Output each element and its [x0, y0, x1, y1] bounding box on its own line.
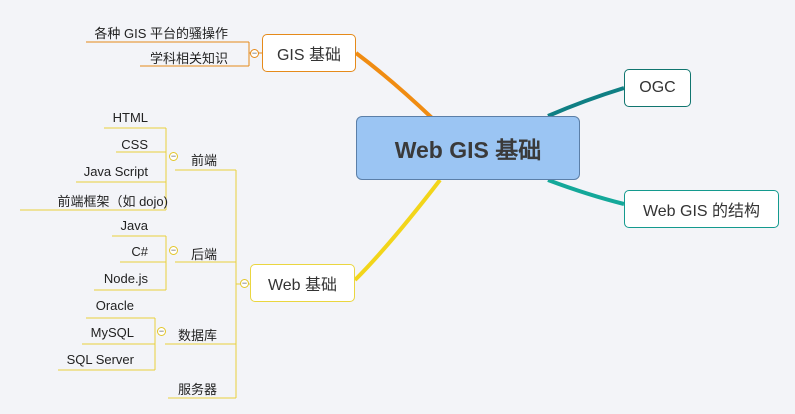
- item-javascript[interactable]: Java Script: [83, 164, 148, 179]
- item-css[interactable]: CSS: [121, 137, 148, 152]
- item-sql-server[interactable]: SQL Server: [66, 352, 134, 367]
- subtopic-gis-platforms[interactable]: 各种 GIS 平台的骚操作: [94, 26, 228, 41]
- topic-web-basics[interactable]: Web 基础: [250, 264, 355, 302]
- root-topic-label: Web GIS 基础: [394, 137, 542, 163]
- branch-line-gis-basics: [354, 51, 434, 120]
- subtopic-server[interactable]: 服务器: [178, 382, 218, 397]
- collapse-gis-basics-icon[interactable]: −: [250, 48, 259, 58]
- item-java[interactable]: Java: [120, 218, 148, 233]
- collapse-frontend-icon[interactable]: −: [169, 151, 178, 161]
- subtopic-backend[interactable]: 后端: [191, 247, 218, 262]
- branch-line-web-basics: [353, 178, 442, 282]
- collapse-backend-icon[interactable]: −: [169, 245, 178, 255]
- subtopic-discipline-knowledge[interactable]: 学科相关知识: [149, 51, 228, 66]
- item-csharp[interactable]: C#: [131, 244, 148, 259]
- topic-ogc-label: OGC: [639, 79, 676, 96]
- collapse-database-icon[interactable]: −: [157, 326, 166, 336]
- collapse-web-basics-icon[interactable]: −: [240, 278, 249, 288]
- topic-web-gis-structure-label: Web GIS 的结构: [642, 203, 761, 220]
- branch-line-ogc: [547, 86, 625, 118]
- topic-web-basics-label: Web 基础: [267, 277, 338, 294]
- item-mysql[interactable]: MySQL: [90, 325, 134, 340]
- item-html[interactable]: HTML: [112, 110, 148, 125]
- root-topic[interactable]: Web GIS 基础: [356, 116, 580, 180]
- topic-web-gis-structure[interactable]: Web GIS 的结构: [624, 190, 779, 228]
- branch-line-web-gis-structure: [547, 178, 625, 206]
- item-oracle[interactable]: Oracle: [95, 298, 134, 313]
- web-basics-connectors: [20, 127, 250, 399]
- item-frontend-framework[interactable]: 前端框架（如 dojo): [57, 194, 168, 209]
- topic-ogc[interactable]: OGC: [624, 69, 691, 107]
- topic-gis-basics-label: GIS 基础: [276, 47, 341, 64]
- item-nodejs[interactable]: Node.js: [103, 271, 148, 286]
- topic-gis-basics[interactable]: GIS 基础: [262, 34, 356, 72]
- subtopic-frontend[interactable]: 前端: [191, 153, 218, 168]
- subtopic-database[interactable]: 数据库: [178, 328, 218, 343]
